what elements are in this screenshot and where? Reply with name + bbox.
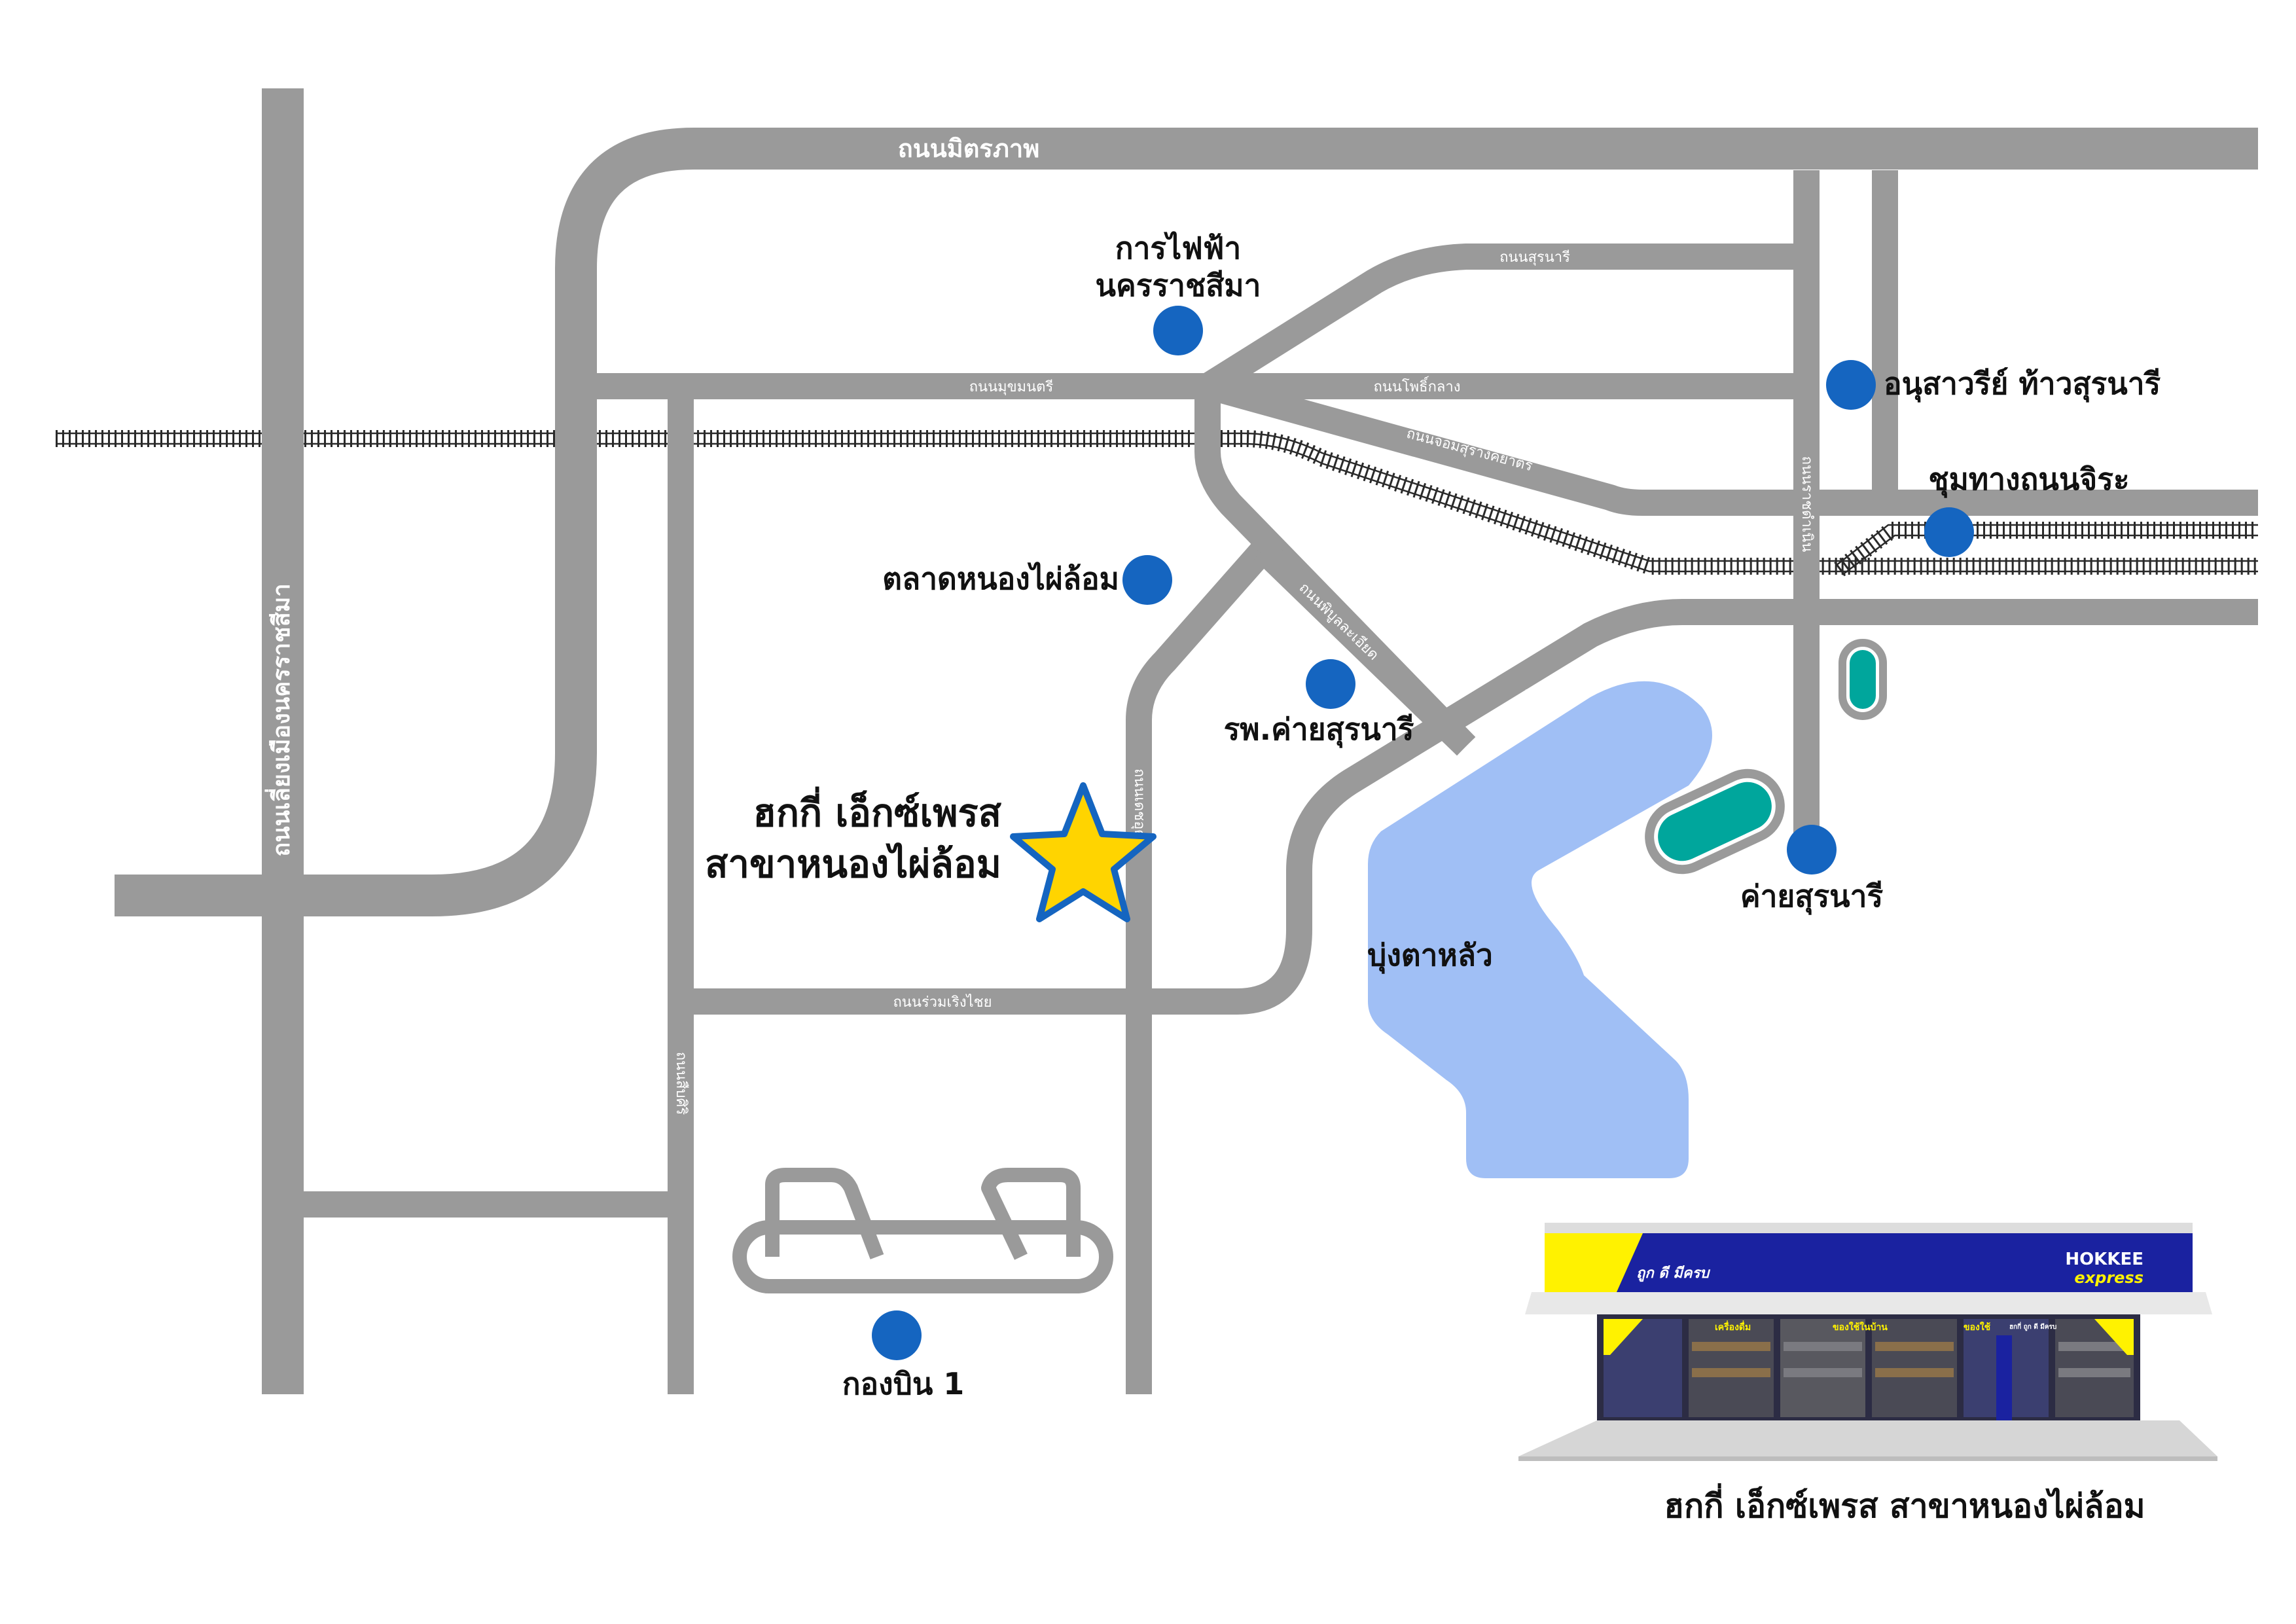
store-sign-slogan: ถูก ดี มีครบ bbox=[1636, 1265, 1710, 1282]
poi-market-circle-icon[interactable] bbox=[1122, 555, 1172, 605]
road-label-ratchadamnoen: ถนนราชดำเนิน bbox=[1799, 456, 1815, 552]
place-market-label: ตลาดหนองไผ่ล้อม bbox=[882, 561, 1119, 596]
racetrack bbox=[732, 1168, 1113, 1293]
store-caption: ฮกกี่ เอ็กซ์เพรส สาขาหนองไผ่ล้อม bbox=[1664, 1483, 2145, 1525]
store-sign-brand-bottom: express bbox=[2074, 1269, 2144, 1287]
road-jomsurang bbox=[1204, 373, 2258, 516]
road-label-bypass: ถนนเลี่ยงเมืองนครราชสีมา bbox=[264, 583, 295, 856]
store-name-line1: ฮกกี่ เอ็กซ์เพรส bbox=[753, 786, 1001, 835]
place-camp-label: ค่ายสุรนารี bbox=[1740, 878, 1884, 915]
road-label-mukmontri: ถนนมุขมนตรี bbox=[969, 379, 1054, 395]
store-windows bbox=[1604, 1319, 2134, 1420]
store-sign-brand-top: HOKKEE bbox=[2065, 1250, 2144, 1269]
place-electricity-label-2: นครราชสีมา bbox=[1096, 268, 1261, 303]
road-label-mittraphap: ถนนมิตรภาพ bbox=[898, 134, 1040, 163]
poi-hospital-circle-icon[interactable] bbox=[1306, 659, 1355, 709]
place-hospital-label: รพ.ค่ายสุรนารี bbox=[1224, 712, 1414, 748]
place-electricity-label-1: การไฟฟ้า bbox=[1115, 230, 1242, 266]
store-window-label-4: ฮกกี่ ถูก ดี มีครบ bbox=[2009, 1322, 2056, 1331]
star-icon[interactable] bbox=[1010, 782, 1157, 922]
place-lake-label: บุ่งตาหลัว bbox=[1367, 937, 1493, 974]
store-illustration: ถูก ดี มีครบ HOKKEE express เครื่อ bbox=[1518, 1223, 2217, 1461]
road-network bbox=[115, 88, 2258, 1394]
pool-large bbox=[1645, 768, 1785, 875]
road-label-surunari: ถนนสุรนารี bbox=[1499, 249, 1570, 266]
poi-electricity-circle-icon[interactable] bbox=[1153, 306, 1203, 355]
road-label-pibulaor: ถนนพิบูลละเอียด bbox=[1296, 580, 1382, 664]
store-location[interactable]: ฮกกี่ เอ็กซ์เพรส สาขาหนองไผ่ล้อม bbox=[705, 782, 1157, 922]
railway bbox=[56, 430, 2258, 577]
road-bypass-loop bbox=[115, 128, 694, 916]
road-label-seubsiri: ถนนสืบศิริ bbox=[673, 1052, 689, 1115]
store-window-label-1: เครื่องดื่ม bbox=[1715, 1320, 1751, 1333]
lake-bung-ta-lua bbox=[1368, 681, 1712, 1178]
road-surunari bbox=[1200, 244, 1806, 397]
store-window-label-3: ของใช้ bbox=[1964, 1321, 1991, 1333]
poi-camp-circle-icon[interactable] bbox=[1787, 825, 1837, 875]
pool-small bbox=[1839, 639, 1887, 720]
place-monument-label: อนุสาวรีย์ ท้าวสุรนารี bbox=[1884, 366, 2161, 403]
place-junction-label: ชุมทางถนนจิระ bbox=[1928, 461, 2129, 498]
road-label-ruamcharoen: ถนนร่วมเริงไชย bbox=[893, 994, 992, 1011]
place-wing-label: กองบิน 1 bbox=[842, 1366, 965, 1401]
poi-monument-circle-icon[interactable] bbox=[1826, 360, 1876, 410]
store-window-label-2: ของใช้ในบ้าน bbox=[1833, 1321, 1888, 1333]
store-name-line2: สาขาหนองไผ่ล้อม bbox=[705, 842, 1001, 886]
road-dechudom bbox=[1126, 541, 1273, 1394]
road-label-phoklang: ถนนโพธิ์กลาง bbox=[1373, 376, 1460, 395]
poi-wing-circle-icon[interactable] bbox=[872, 1310, 922, 1360]
poi-junction-circle-icon[interactable] bbox=[1924, 507, 1974, 557]
road-ringbung bbox=[681, 599, 2258, 1015]
road-pibulaor bbox=[1254, 540, 1475, 756]
